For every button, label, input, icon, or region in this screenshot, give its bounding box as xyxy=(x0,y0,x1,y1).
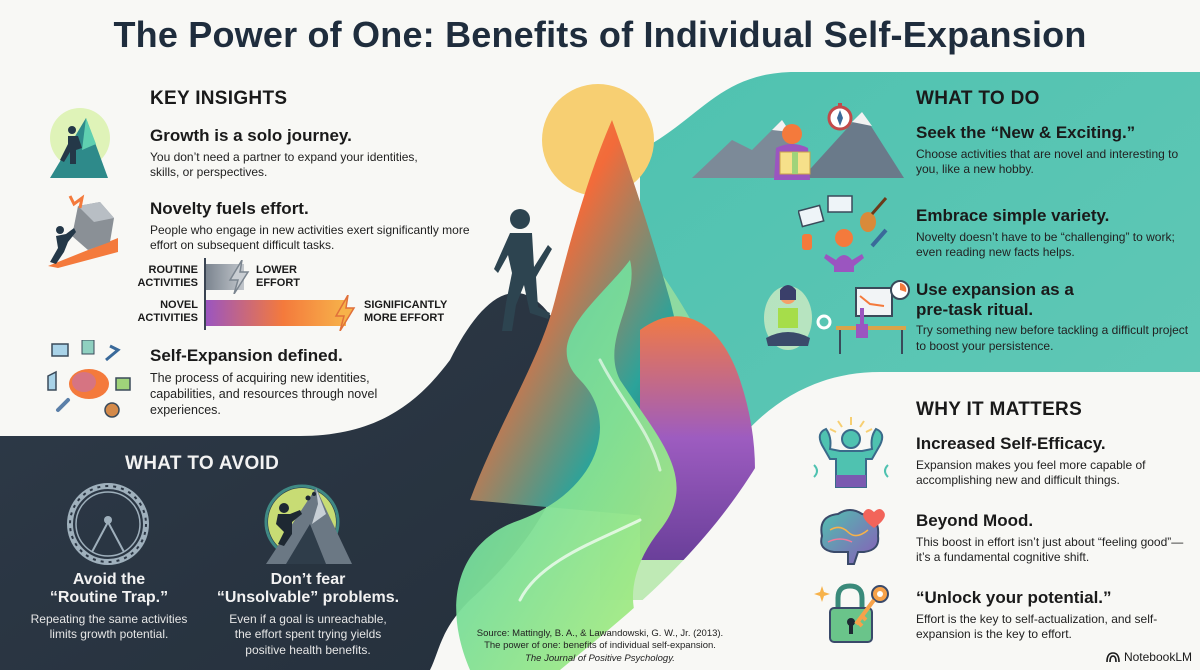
novel-effort-bar xyxy=(206,300,346,326)
lightning-gray-icon xyxy=(228,260,250,294)
lock-key-icon xyxy=(814,583,889,643)
insight-title: Growth is a solo journey. xyxy=(150,126,352,145)
insight-desc: You don’t need a partner to expand your … xyxy=(150,149,418,180)
insight-desc: People who engage in new activities exer… xyxy=(150,222,470,253)
journal-name: The Journal of Positive Psychology. xyxy=(525,652,675,664)
why-desc: This boost in effort isn’t just about “f… xyxy=(916,534,1184,565)
hiker-figure-icon xyxy=(494,209,552,331)
do-desc: Try something new before tackling a diff… xyxy=(916,323,1189,353)
do-desc: Novelty doesn’t have to be “challenging”… xyxy=(916,229,1175,260)
insight-desc: The process of acquiring new identities,… xyxy=(150,370,378,418)
juggling-hobbies-icon xyxy=(798,195,888,272)
do-title: Use expansion as a pre-task ritual. xyxy=(916,280,1196,319)
do-item-pre-task-ritual: Use expansion as a pre-task ritual. Try … xyxy=(916,280,1196,354)
hamster-wheel-icon xyxy=(67,483,149,565)
what-to-avoid-heading: WHAT TO AVOID xyxy=(125,453,280,474)
why-item-unlock-potential: “Unlock your potential.” Effort is the k… xyxy=(916,588,1196,643)
why-title: Increased Self-Efficacy. xyxy=(916,434,1106,453)
lightning-orange-icon xyxy=(334,295,356,331)
label-line: EFFORT xyxy=(256,276,300,289)
do-item-new-exciting: Seek the “New & Exciting.” Choose activi… xyxy=(916,123,1186,178)
title-line: “Routine Trap.” xyxy=(49,589,169,607)
notebooklm-logo-icon xyxy=(1106,652,1120,663)
why-title: Beyond Mood. xyxy=(916,511,1034,530)
brain-skills-icon xyxy=(47,340,131,418)
title-line: Don’t fear xyxy=(270,571,346,588)
title-line: Avoid the xyxy=(72,571,146,588)
brand-label: NotebookLM xyxy=(1123,650,1192,664)
why-item-self-efficacy: Increased Self-Efficacy. Expansion makes… xyxy=(916,434,1196,489)
label-line: NOVEL xyxy=(160,299,198,311)
lower-effort-label: LOWER EFFORT xyxy=(256,264,300,289)
source-citation: Source: Mattingly, B. A., & Lawandowski,… xyxy=(455,628,745,665)
label-line: ACTIVITIES xyxy=(137,311,198,324)
label-line: LOWER xyxy=(256,264,297,276)
more-effort-label: SIGNIFICANTLY MORE EFFORT xyxy=(364,299,447,324)
meditation-desk-icon xyxy=(764,280,910,354)
title-line: pre-task ritual. xyxy=(916,299,1034,319)
do-item-simple-variety: Embrace simple variety. Novelty doesn’t … xyxy=(916,206,1186,261)
why-item-beyond-mood: Beyond Mood. This boost in effort isn’t … xyxy=(916,511,1196,566)
desc-line: the effort spent trying yields xyxy=(234,627,382,642)
notebooklm-brand: NotebookLM xyxy=(1106,650,1192,664)
avoid-item-unsolvable-problems: Don’t fear “Unsolvable” problems. Even i… xyxy=(208,571,408,659)
label-line: ACTIVITIES xyxy=(137,276,198,289)
pushing-boulder-icon xyxy=(48,194,118,268)
climbing-steep-mountain-icon xyxy=(264,484,352,564)
insight-item-self-expansion: Self-Expansion defined. The process of a… xyxy=(150,346,420,418)
title-line: “Unsolvable” problems. xyxy=(216,589,400,607)
do-title: Seek the “New & Exciting.” xyxy=(916,123,1136,142)
citation-journal: The Journal of Positive Psychology. xyxy=(455,653,745,665)
why-desc: Expansion makes you feel more capable of… xyxy=(916,457,1146,488)
desc-line: limits growth potential. xyxy=(49,627,169,642)
insight-title: Self-Expansion defined. xyxy=(150,346,343,365)
desc-line: positive health benefits. xyxy=(245,642,371,657)
label-line: ROUTINE xyxy=(148,264,199,276)
chart-axis xyxy=(204,258,206,330)
desc-line: Repeating the same activities xyxy=(30,611,188,626)
why-it-matters-heading: WHY IT MATTERS xyxy=(916,399,1083,420)
why-desc: Effort is the key to self-actualization,… xyxy=(916,611,1158,642)
insight-item-novelty-effort: Novelty fuels effort. People who engage … xyxy=(150,199,470,254)
novel-activities-label: NOVEL ACTIVITIES xyxy=(110,299,198,324)
avoid-desc: Even if a goal is unreachable, the effor… xyxy=(208,612,408,659)
desc-line: Even if a goal is unreachable, xyxy=(229,611,387,626)
avoid-item-routine-trap: Avoid the “Routine Trap.” Repeating the … xyxy=(0,571,218,643)
insight-item-solo-journey: Growth is a solo journey. You don’t need… xyxy=(150,126,450,181)
climber-mountain-icon xyxy=(50,108,110,178)
key-insights-heading: KEY INSIGHTS xyxy=(150,88,288,109)
brain-heart-icon xyxy=(820,509,885,565)
insight-title: Novelty fuels effort. xyxy=(150,199,309,218)
do-desc: Choose activities that are novel and int… xyxy=(916,146,1179,177)
citation-line: The power of one: benefits of individual… xyxy=(484,640,716,652)
label-line: MORE EFFORT xyxy=(364,311,445,324)
avoid-desc: Repeating the same activities limits gro… xyxy=(0,612,218,643)
routine-activities-label: ROUTINE ACTIVITIES xyxy=(110,264,198,289)
citation-line: Source: Mattingly, B. A., & Lawandowski,… xyxy=(476,628,724,639)
label-line: SIGNIFICANTLY xyxy=(364,299,448,311)
explorer-map-icon xyxy=(692,103,904,180)
why-title: “Unlock your potential.” xyxy=(916,588,1112,607)
what-to-do-heading: WHAT TO DO xyxy=(916,88,1040,109)
do-title: Embrace simple variety. xyxy=(916,206,1110,225)
avoid-title: Avoid the “Routine Trap.” xyxy=(0,571,218,608)
title-line: Use expansion as a xyxy=(916,280,1074,299)
strong-person-icon xyxy=(813,417,889,488)
page-title: The Power of One: Benefits of Individual… xyxy=(113,14,1087,55)
avoid-title: Don’t fear “Unsolvable” problems. xyxy=(208,571,408,608)
